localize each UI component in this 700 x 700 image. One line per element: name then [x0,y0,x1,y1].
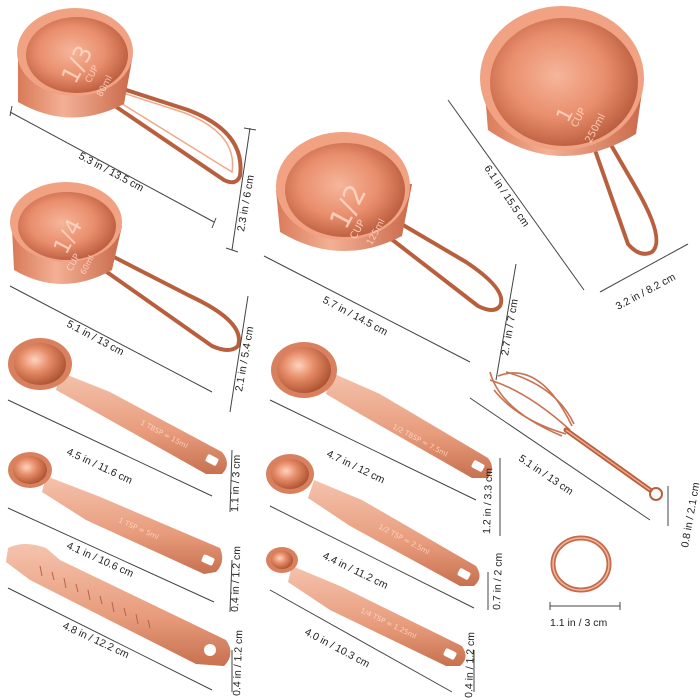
spoon-half-tbsp-length-label: 4.7 in / 12 cm [325,448,387,487]
measuring-cup-quarter: 1/4 CUP 60ml [10,182,241,352]
ring-width-label: 1.1 in / 3 cm [550,617,607,629]
measuring-spoon-quarter-tsp: 1/4 TSP = 1.25ml [266,547,466,666]
cup-quarter-length-label: 5.1 in / 13 cm [65,318,127,358]
mini-whisk [489,371,663,501]
binder-ring [550,535,612,593]
cup-one-height-label: 3.2 in / 8.2 cm [614,271,678,313]
cup-half-length-label: 5.7 in / 14.5 cm [321,294,390,338]
measuring-cup-one: 1 CUP 250ml [480,6,659,256]
spoon-half-tbsp-width-label: 1.2 in / 3.3 cm [481,468,495,535]
spoon-tbsp-width-label: 1.1 in / 3 cm [229,454,243,512]
cup-half-height-label: 2.7 in / 7 cm [499,298,521,357]
spoon-quarter-tsp-width-label: 0.4 in / 1.2 cm [463,632,477,699]
cup-one-length-label: 6.1 in / 15.5 cm [482,163,532,229]
measuring-spoon-half-tbsp: 1/2 TBSP = 7.5ml [271,342,492,478]
measuring-spoon-tsp: 1 TSP = 5ml [8,452,223,574]
whisk-length-label: 5.1 in / 13 cm [516,453,575,498]
measuring-spoon-tbsp: 1 TBSP = 15ml [8,338,227,474]
leveler-ruler [6,544,231,666]
spoon-quarter-tsp-length-label: 4.0 in / 10.3 cm [303,626,372,670]
whisk-width-label: 0.8 in / 2.1 cm [679,481,700,548]
spoon-tsp-width-label: 0.4 in / 1.2 cm [229,546,243,613]
measuring-cup-half: 1/2 CUP 125ml [276,132,504,312]
measuring-cup-third: 1/3 CUP 80ml [17,8,243,185]
leveler-length-label: 4.8 in / 12.2 cm [61,620,131,661]
spoon-tbsp-length-label: 4.5 in / 11.6 cm [65,446,135,487]
leveler-width-label: 0.4 in / 1.2 cm [231,630,245,697]
spoon-half-tsp-width-label: 0.7 in / 2 cm [491,552,505,610]
dimension-lines [7,99,689,693]
